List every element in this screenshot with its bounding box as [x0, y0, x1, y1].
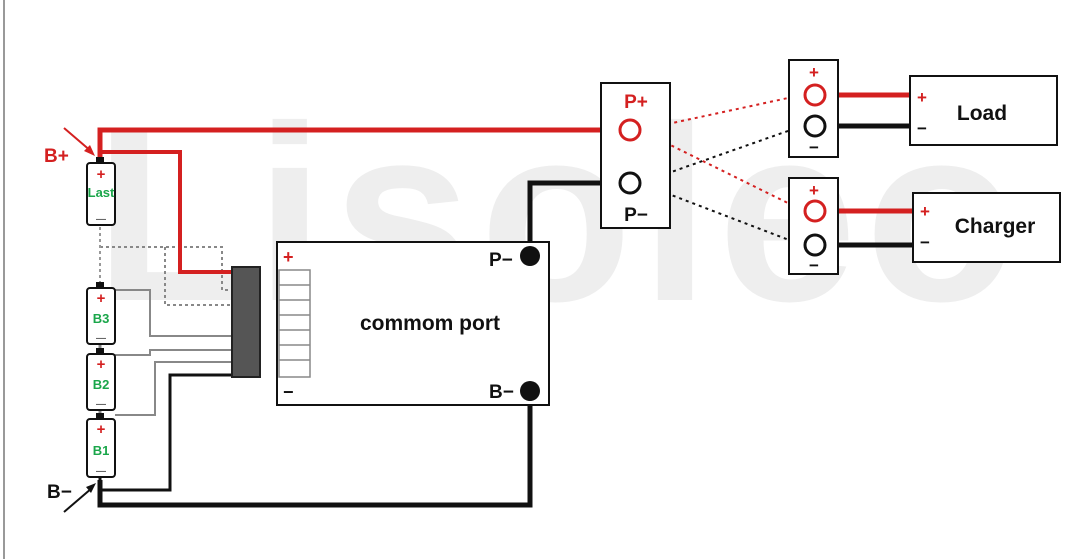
bms-p-minus-label: P− — [489, 250, 513, 271]
charger-connector: + − — [788, 177, 839, 275]
bms-board: + − commom port P− B− — [276, 241, 550, 406]
output-p-plus-terminal — [618, 118, 642, 142]
svg-text:+: + — [97, 166, 106, 183]
load-connector-minus-terminal — [803, 114, 827, 138]
cell-label-b3: B3 — [93, 311, 110, 326]
load-connector-plus-terminal — [803, 83, 827, 107]
charger-connector-plus-terminal — [803, 199, 827, 223]
load-box: + − Load — [909, 75, 1058, 146]
battery-cell-b2: + B2 — — [86, 348, 116, 411]
balance-wires — [100, 246, 232, 416]
output-p-minus-label: P− — [624, 205, 648, 226]
b-plus-arrowhead — [84, 145, 95, 156]
output-terminal: P+ P− — [600, 82, 671, 229]
battery-cell-b3: + B3 — — [86, 282, 116, 345]
b-minus-arrow — [63, 487, 93, 513]
svg-text:—: — — [96, 214, 106, 225]
svg-text:—: — — [96, 466, 106, 477]
charger-connector-minus-terminal — [803, 233, 827, 257]
svg-text:—: — — [96, 333, 106, 344]
cell-label-b2: B2 — [93, 377, 110, 392]
b-plus-balance-wire — [100, 150, 232, 274]
svg-text:−: − — [809, 256, 819, 275]
svg-text:+: + — [917, 88, 927, 107]
bms-plus-symbol: + — [283, 247, 294, 267]
b-minus-label: B− — [47, 482, 72, 503]
battery-cell-last: + Last — — [86, 157, 116, 226]
svg-text:—: — — [96, 399, 106, 410]
load-label: Load — [957, 102, 1007, 125]
b1-minus-wire — [98, 373, 232, 492]
svg-text:+: + — [97, 290, 106, 307]
balance-connector — [231, 266, 261, 378]
battery-cell-b1: + B1 — — [86, 413, 116, 478]
b-minus-main-wire — [97, 392, 533, 508]
bms-b-minus-label: B− — [489, 382, 514, 403]
bms-title: commom port — [360, 312, 500, 335]
svg-text:−: − — [920, 233, 930, 252]
output-p-minus-terminal — [618, 171, 642, 195]
svg-text:+: + — [809, 181, 819, 200]
svg-text:−: − — [917, 119, 927, 138]
svg-text:−: − — [809, 138, 819, 157]
svg-text:+: + — [97, 421, 106, 438]
bms-pin-header — [278, 269, 311, 378]
p-minus-wire — [527, 180, 616, 256]
cell-label-last: Last — [88, 185, 115, 200]
charger-label: Charger — [955, 215, 1036, 238]
b-plus-label: B+ — [44, 146, 69, 167]
load-connector: + − — [788, 59, 839, 158]
bms-p-minus-terminal — [520, 246, 540, 266]
cell-label-b1: B1 — [93, 443, 110, 458]
svg-text:+: + — [809, 63, 819, 82]
svg-text:+: + — [920, 202, 930, 221]
b-minus-arrowhead — [86, 483, 96, 493]
bms-b-minus-terminal — [520, 381, 540, 401]
bms-minus-symbol: − — [283, 382, 294, 402]
output-p-plus-label: P+ — [624, 92, 648, 113]
charger-box: + − Charger — [912, 192, 1061, 263]
svg-text:+: + — [97, 356, 106, 373]
